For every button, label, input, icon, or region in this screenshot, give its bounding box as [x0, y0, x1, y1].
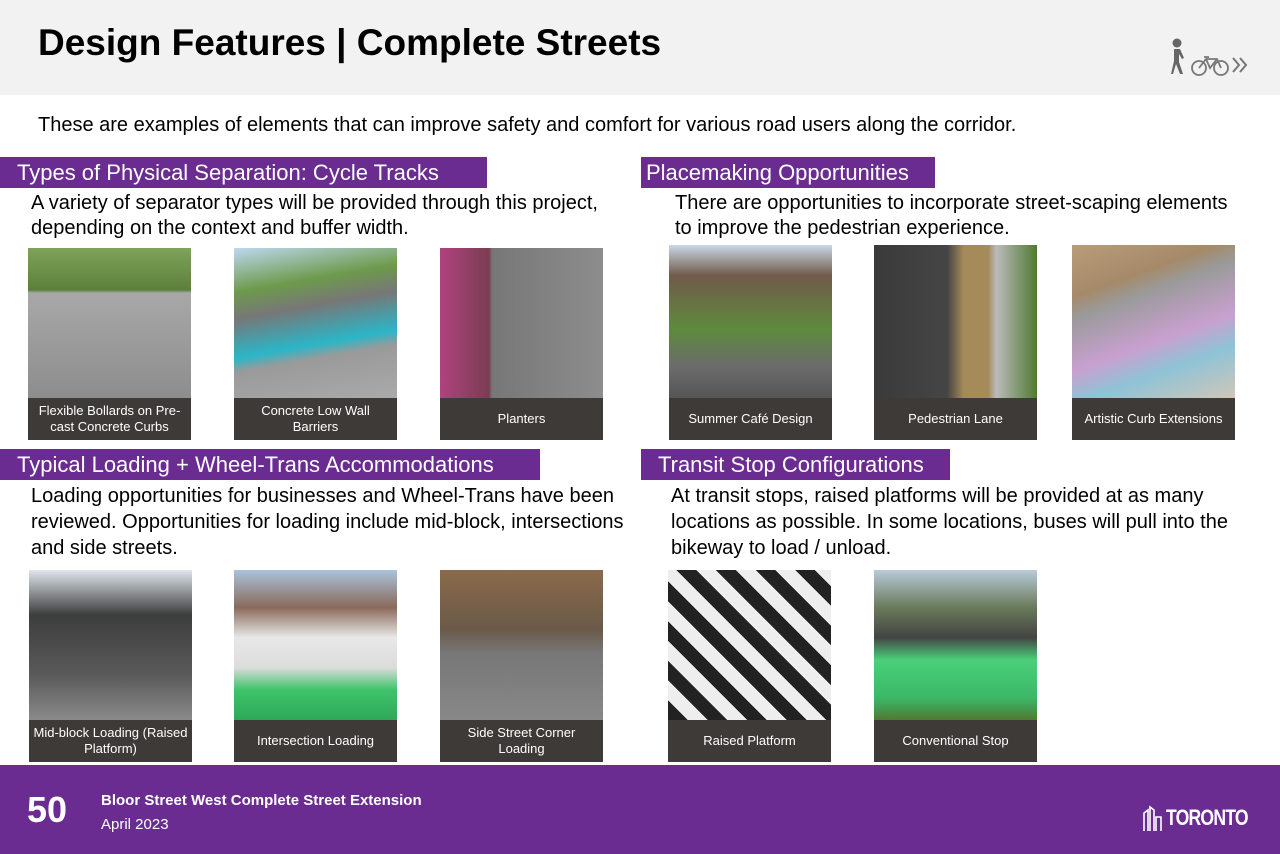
loading-description: Loading opportunities for businesses and… — [31, 485, 624, 559]
section-header-loading: Typical Loading + Wheel-Trans Accommodat… — [0, 449, 540, 480]
photo-caption: Concrete Low Wall Barriers — [234, 398, 397, 440]
section-header-placemaking: Placemaking Opportunities — [641, 157, 935, 188]
photo-summer-cafe — [669, 245, 832, 398]
photo-card: Raised Platform — [668, 570, 831, 762]
photo-caption: Mid-block Loading (Raised Platform) — [29, 720, 192, 762]
toronto-logo: TORONTO — [1143, 805, 1268, 831]
section-header-transit: Transit Stop Configurations — [641, 449, 950, 480]
chevrons-icon — [1232, 57, 1248, 73]
photo-card: Conventional Stop — [874, 570, 1037, 762]
photo-card: Planters — [440, 248, 603, 440]
city-hall-icon — [1143, 805, 1162, 831]
photo-intersection-loading — [234, 570, 397, 720]
photo-card: Concrete Low Wall Barriers — [234, 248, 397, 440]
photo-planters — [440, 248, 603, 398]
placemaking-description: There are opportunities to incorporate s… — [675, 192, 1228, 239]
pedestrian-icon — [1171, 38, 1184, 74]
section-header-separation: Types of Physical Separation: Cycle Trac… — [0, 157, 487, 188]
footer: 50 Bloor Street West Complete Street Ext… — [0, 765, 1280, 854]
photo-bollards — [28, 248, 191, 398]
photo-caption: Planters — [440, 398, 603, 440]
photo-card: Intersection Loading — [234, 570, 397, 762]
photo-caption: Raised Platform — [668, 720, 831, 762]
header: Design Features | Complete Streets — [0, 0, 1280, 95]
project-name: Bloor Street West Complete Street Extens… — [101, 792, 422, 809]
photo-raised-platform — [668, 570, 831, 720]
photo-caption: Flexible Bollards on Pre-cast Concrete C… — [28, 398, 191, 440]
photo-card: Artistic Curb Extensions — [1072, 245, 1235, 440]
logo-text: TORONTO — [1166, 805, 1249, 830]
separation-description: A variety of separator types will be pro… — [31, 192, 598, 239]
photo-caption: Pedestrian Lane — [874, 398, 1037, 440]
photo-artistic-curb — [1072, 245, 1235, 398]
photo-caption: Summer Café Design — [669, 398, 832, 440]
photo-pedestrian-lane — [874, 245, 1037, 398]
mode-icons — [1168, 38, 1248, 76]
photo-card: Flexible Bollards on Pre-cast Concrete C… — [28, 248, 191, 440]
photo-concrete-wall — [234, 248, 397, 398]
photo-card: Summer Café Design — [669, 245, 832, 440]
photo-card: Side Street Corner Loading — [440, 570, 603, 762]
photo-caption: Intersection Loading — [234, 720, 397, 762]
photo-caption: Side Street Corner Loading — [440, 720, 603, 762]
presentation-date: April 2023 — [101, 816, 169, 833]
photo-side-street-loading — [440, 570, 603, 720]
transit-description: At transit stops, raised platforms will … — [671, 485, 1228, 559]
intro-text: These are examples of elements that can … — [38, 114, 1017, 136]
photo-card: Pedestrian Lane — [874, 245, 1037, 440]
photo-midblock-loading — [29, 570, 192, 720]
page-number: 50 — [27, 789, 68, 830]
bicycle-icon — [1191, 56, 1229, 76]
photo-caption: Conventional Stop — [874, 720, 1037, 762]
photo-card: Mid-block Loading (Raised Platform) — [29, 570, 192, 762]
photo-caption: Artistic Curb Extensions — [1072, 398, 1235, 440]
page-title: Design Features | Complete Streets — [38, 22, 662, 63]
photo-conventional-stop — [874, 570, 1037, 720]
